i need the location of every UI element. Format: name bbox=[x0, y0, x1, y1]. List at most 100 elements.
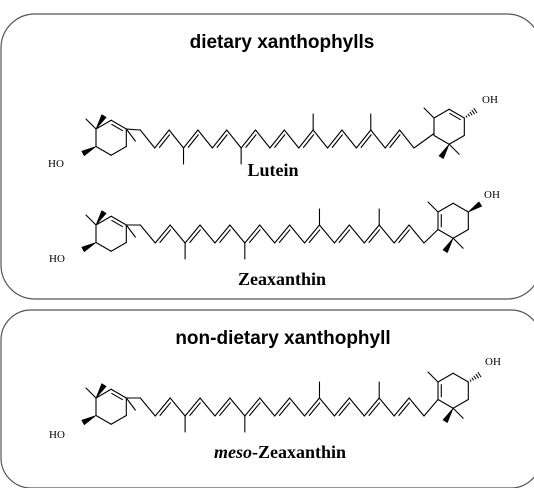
bond-line bbox=[327, 129, 343, 149]
double-bond-line bbox=[245, 134, 257, 148]
bond-line bbox=[229, 224, 246, 244]
bond-line bbox=[95, 414, 112, 425]
double-bond-line bbox=[159, 229, 172, 243]
bond-line bbox=[169, 224, 186, 244]
double-bond-line bbox=[331, 134, 343, 148]
double-bond-line bbox=[219, 229, 231, 243]
bond-line bbox=[199, 397, 216, 417]
bond-line bbox=[211, 129, 228, 149]
bond-line bbox=[427, 371, 439, 383]
bond-line bbox=[125, 397, 136, 411]
wedge-bond bbox=[81, 242, 97, 253]
bond-line bbox=[95, 388, 112, 399]
double-bond-line bbox=[111, 123, 123, 132]
bond-line bbox=[110, 414, 127, 425]
wedge-bond bbox=[95, 114, 107, 130]
bond-line bbox=[452, 407, 464, 419]
meso-name-rest: -Zeaxanthin bbox=[252, 442, 346, 462]
non-dietary-panel-frame bbox=[0, 309, 534, 488]
bond-line bbox=[452, 228, 469, 239]
bond-line bbox=[370, 129, 386, 149]
double-bond-line bbox=[302, 134, 315, 148]
bond-line bbox=[304, 224, 321, 244]
wedge-bond bbox=[81, 146, 97, 157]
double-bond-line bbox=[219, 402, 231, 416]
double-bond-line bbox=[189, 229, 201, 243]
meso-zeaxanthin-structure bbox=[81, 371, 482, 433]
bond-line bbox=[283, 129, 300, 149]
double-bond-line bbox=[187, 134, 199, 148]
bond-line bbox=[139, 224, 156, 244]
double-bond-line bbox=[278, 229, 291, 243]
bond-line bbox=[95, 241, 112, 252]
double-bond-line bbox=[111, 219, 123, 228]
wedge-bond bbox=[81, 415, 97, 426]
wedge-bond bbox=[442, 237, 454, 253]
bond-line bbox=[244, 224, 261, 244]
bond-line bbox=[393, 397, 410, 417]
hashed-bond bbox=[469, 111, 473, 116]
double-bond-line bbox=[368, 229, 381, 243]
bond-line bbox=[229, 397, 246, 417]
bond-line bbox=[408, 224, 425, 244]
double-bond-line bbox=[189, 402, 201, 416]
double-bond-line bbox=[449, 112, 461, 121]
bond-line bbox=[110, 119, 127, 130]
bond-line bbox=[214, 397, 231, 417]
bond-line bbox=[448, 134, 465, 145]
bond-line bbox=[95, 145, 112, 156]
bond-line bbox=[437, 398, 454, 409]
double-bond-line bbox=[216, 134, 228, 148]
bond-line bbox=[318, 397, 335, 417]
wedge-bond bbox=[438, 143, 450, 159]
bond-line bbox=[154, 129, 170, 149]
bond-line bbox=[427, 201, 439, 213]
bond-line bbox=[363, 397, 380, 417]
zeaxanthin-oh-label: OH bbox=[484, 189, 500, 201]
bond-line bbox=[318, 224, 335, 244]
bond-line bbox=[289, 397, 306, 417]
bond-line bbox=[333, 397, 350, 417]
double-bond-line bbox=[278, 402, 291, 416]
bond-line bbox=[269, 129, 285, 149]
bond-line bbox=[348, 224, 365, 244]
bond-line bbox=[169, 397, 186, 417]
bond-line bbox=[85, 387, 97, 399]
double-bond-line bbox=[111, 392, 123, 401]
bond-line bbox=[355, 129, 372, 149]
double-bond-line bbox=[338, 229, 351, 243]
bond-line bbox=[199, 224, 216, 244]
hashed-bond bbox=[471, 377, 475, 381]
bond-line bbox=[110, 241, 127, 252]
lutein-oh-label: OH bbox=[482, 94, 498, 106]
bond-line bbox=[312, 129, 329, 149]
bond-line bbox=[433, 108, 450, 119]
double-bond-line bbox=[308, 229, 321, 243]
hashed-bond bbox=[471, 109, 476, 115]
double-bond-line bbox=[360, 134, 372, 148]
bond-line bbox=[333, 224, 350, 244]
zeaxanthin-ho-label: HO bbox=[49, 253, 65, 265]
bond-line bbox=[348, 397, 365, 417]
double-bond-line bbox=[249, 229, 261, 243]
bond-line bbox=[378, 397, 395, 417]
hashed-bond bbox=[477, 371, 482, 378]
bond-line bbox=[452, 372, 469, 383]
bond-line bbox=[448, 143, 460, 155]
double-bond-line bbox=[398, 229, 410, 243]
double-bond-line bbox=[368, 402, 381, 416]
hashed-bond bbox=[469, 379, 472, 382]
bond-line bbox=[413, 132, 435, 149]
bond-line bbox=[110, 145, 127, 156]
wedge-bond bbox=[95, 210, 107, 226]
wedge-bond bbox=[95, 383, 107, 399]
non-dietary-panel-title: non-dietary xanthophyll bbox=[175, 328, 390, 349]
hashed-bond bbox=[475, 373, 480, 379]
bond-line bbox=[139, 397, 156, 417]
bond-line bbox=[240, 129, 257, 149]
bond-line bbox=[399, 129, 415, 149]
bond-line bbox=[259, 397, 276, 417]
bond-line bbox=[393, 224, 410, 244]
double-bond-line bbox=[274, 134, 286, 148]
